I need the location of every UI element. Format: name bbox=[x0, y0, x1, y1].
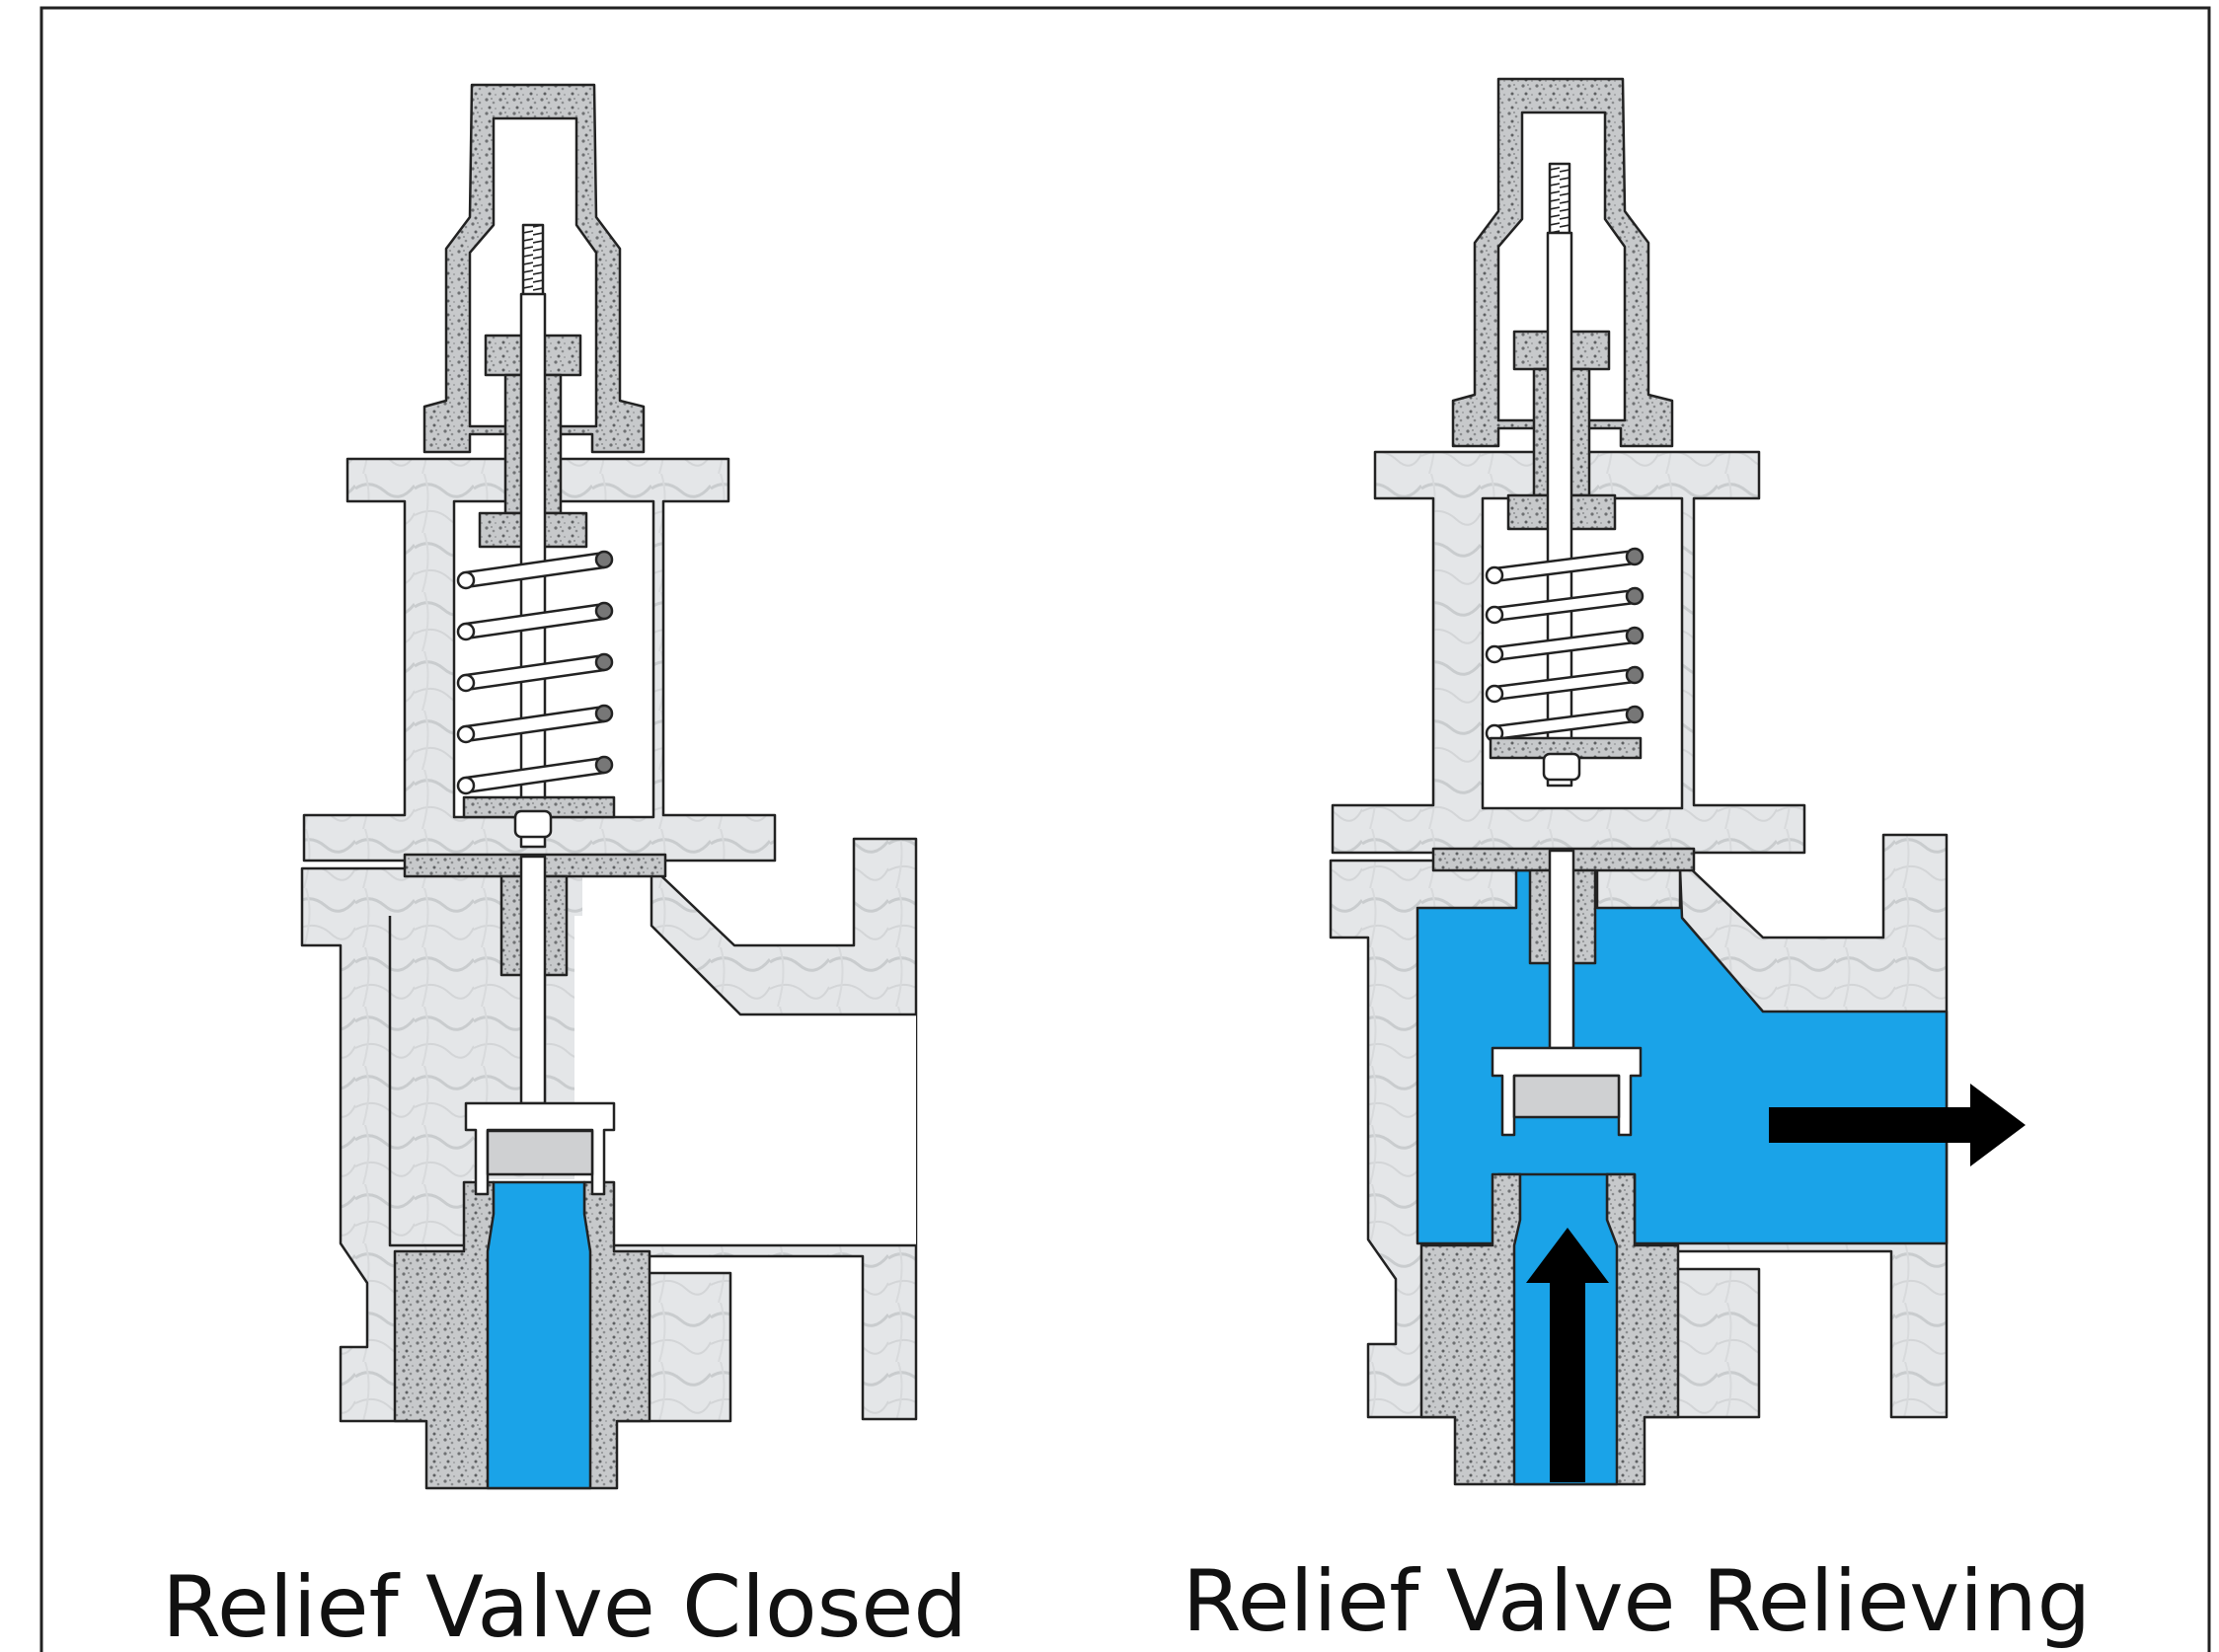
caption-closed: Relief Valve Closed bbox=[162, 1558, 967, 1652]
spring bbox=[456, 550, 614, 795]
spring bbox=[1485, 547, 1645, 743]
body-cavity bbox=[390, 868, 916, 1245]
caption-relieving: Relief Valve Relieving bbox=[1183, 1552, 2091, 1651]
threaded-stem-top bbox=[1548, 162, 1571, 237]
valve-closed bbox=[300, 83, 918, 1490]
disc bbox=[1512, 1074, 1621, 1119]
inlet-fluid bbox=[486, 1180, 592, 1490]
disc bbox=[486, 1129, 594, 1176]
stem bbox=[1546, 231, 1573, 788]
inlet-flow-arrow bbox=[1526, 1228, 1609, 1482]
threaded-stem-top bbox=[521, 223, 545, 298]
outlet-flow-arrow bbox=[1769, 1084, 2026, 1166]
flow-arrows bbox=[1526, 1084, 2026, 1482]
